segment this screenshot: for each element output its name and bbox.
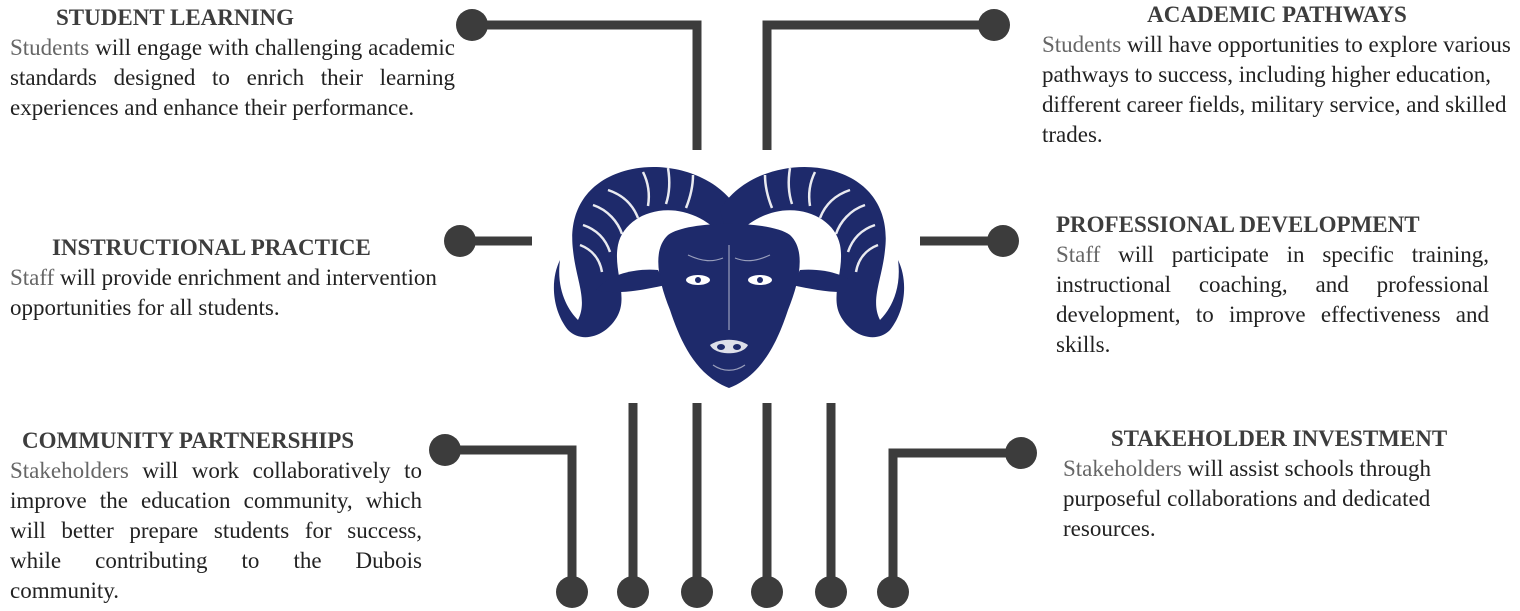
academic-pathways-description: Students will have opportunities to expl… bbox=[1042, 30, 1512, 150]
community-partnerships-block: COMMUNITY PARTNERSHIPS Stakeholders will… bbox=[10, 426, 422, 606]
connector-dot-bottom-3 bbox=[681, 576, 713, 608]
connector-line-student-learning bbox=[472, 25, 697, 152]
professional-development-heading: PROFESSIONAL DEVELOPMENT bbox=[1056, 210, 1489, 240]
instructional-practice-heading: INSTRUCTIONAL PRACTICE bbox=[10, 233, 490, 263]
student-learning-block: STUDENT LEARNING Students will engage wi… bbox=[10, 3, 455, 123]
community-partnerships-description: Stakeholders will work collaboratively t… bbox=[10, 456, 422, 606]
connector-dot-academic-pathways bbox=[978, 9, 1010, 41]
connector-dot-stakeholder-investment bbox=[1005, 437, 1037, 469]
connector-dot-bottom-1 bbox=[556, 576, 588, 608]
academic-pathways-heading: ACADEMIC PATHWAYS bbox=[1042, 0, 1512, 30]
professional-development-block: PROFESSIONAL DEVELOPMENT Staff will part… bbox=[1056, 210, 1489, 360]
professional-development-subject: Staff bbox=[1056, 242, 1100, 267]
student-learning-description: Students will engage with challenging ac… bbox=[10, 33, 455, 123]
connector-dot-bottom-6 bbox=[877, 576, 909, 608]
connector-line-stakeholder-investment bbox=[893, 453, 1021, 590]
student-learning-heading: STUDENT LEARNING bbox=[10, 3, 340, 33]
professional-development-text: will participate in specific training, i… bbox=[1056, 242, 1489, 357]
stakeholder-investment-block: STAKEHOLDER INVESTMENT Stakeholders will… bbox=[1063, 424, 1495, 544]
connector-line-community-partnerships bbox=[445, 450, 572, 590]
connector-dot-bottom-2 bbox=[617, 576, 649, 608]
instructional-practice-text: will provide enrichment and intervention… bbox=[10, 265, 437, 320]
professional-development-description: Staff will participate in specific train… bbox=[1056, 240, 1489, 360]
academic-pathways-subject: Students bbox=[1042, 32, 1121, 57]
community-partnerships-heading: COMMUNITY PARTNERSHIPS bbox=[10, 426, 422, 456]
connector-dot-student-learning bbox=[456, 9, 488, 41]
stakeholder-investment-heading: STAKEHOLDER INVESTMENT bbox=[1063, 424, 1495, 454]
connector-dot-professional-development bbox=[987, 225, 1019, 257]
connector-dot-bottom-5 bbox=[815, 576, 847, 608]
ram-head-icon bbox=[538, 150, 920, 402]
instructional-practice-description: Staff will provide enrichment and interv… bbox=[10, 263, 490, 323]
connector-dot-bottom-4 bbox=[751, 576, 783, 608]
academic-pathways-block: ACADEMIC PATHWAYS Students will have opp… bbox=[1042, 0, 1512, 150]
connector-line-academic-pathways bbox=[767, 25, 994, 152]
student-learning-subject: Students bbox=[10, 35, 89, 60]
connector-dot-community-partnerships bbox=[429, 434, 461, 466]
instructional-practice-block: INSTRUCTIONAL PRACTICE Staff will provid… bbox=[10, 233, 490, 323]
stakeholder-investment-description: Stakeholders will assist schools through… bbox=[1063, 454, 1495, 544]
instructional-practice-subject: Staff bbox=[10, 265, 54, 290]
community-partnerships-subject: Stakeholders bbox=[10, 458, 129, 483]
stakeholder-investment-subject: Stakeholders bbox=[1063, 456, 1182, 481]
